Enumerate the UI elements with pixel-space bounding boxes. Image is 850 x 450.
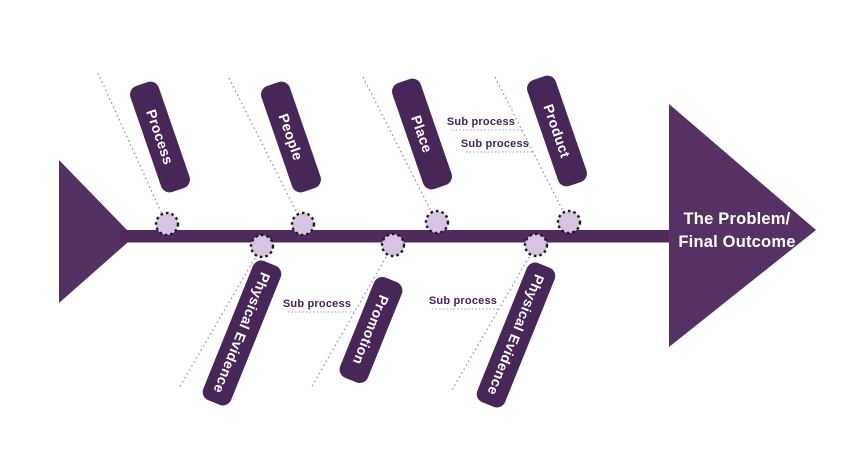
node-product	[556, 209, 582, 235]
category-box-promotion: Promotion	[339, 277, 403, 383]
node-promotion	[380, 232, 406, 258]
category-box-physical-evidence-1: Physical Evidence	[202, 260, 282, 406]
subprocess-group-1: Sub process	[447, 116, 523, 131]
category-label-physical-evidence-2: Physical Evidence	[484, 272, 547, 398]
category-box-physical-evidence-2-rect	[476, 262, 556, 408]
category-box-product: Product	[527, 75, 587, 187]
tail-arrow	[59, 160, 127, 303]
node-process	[154, 211, 180, 237]
category-box-product-rect	[527, 75, 587, 187]
category-box-process-rect	[130, 81, 190, 193]
node-physical-evidence-1	[249, 233, 275, 259]
category-box-people: People	[261, 81, 321, 193]
rib-physical-evidence-2	[451, 244, 537, 391]
subprocess-group-2: Sub process	[461, 138, 533, 153]
category-box-physical-evidence-1-rect	[202, 260, 282, 406]
head-arrow	[669, 104, 816, 347]
subprocess-2-label: Sub process	[461, 138, 529, 150]
node-place	[424, 209, 450, 235]
subprocess-1-label: Sub process	[447, 116, 515, 128]
head-title-line2: Final Outcome	[678, 233, 795, 251]
subprocess-3-label: Sub process	[283, 298, 351, 310]
category-box-people-rect	[261, 81, 321, 193]
category-box-place-rect	[392, 78, 452, 190]
head-arrow-group: The Problem/ Final Outcome	[669, 104, 816, 347]
subprocess-group-4: Sub process	[429, 295, 498, 310]
subprocess-group-3: Sub process	[283, 298, 354, 313]
category-box-physical-evidence-2: Physical Evidence	[476, 262, 556, 408]
subprocess-4-label: Sub process	[429, 295, 497, 307]
rib-process	[97, 72, 168, 226]
category-box-place: Place	[392, 78, 452, 190]
head-title-line1: The Problem/	[684, 210, 791, 228]
category-box-promotion-rect	[339, 277, 403, 383]
node-physical-evidence-2	[523, 232, 549, 258]
category-box-process: Process	[130, 81, 190, 193]
node-people	[290, 211, 316, 237]
category-label-physical-evidence-1: Physical Evidence	[210, 270, 273, 396]
